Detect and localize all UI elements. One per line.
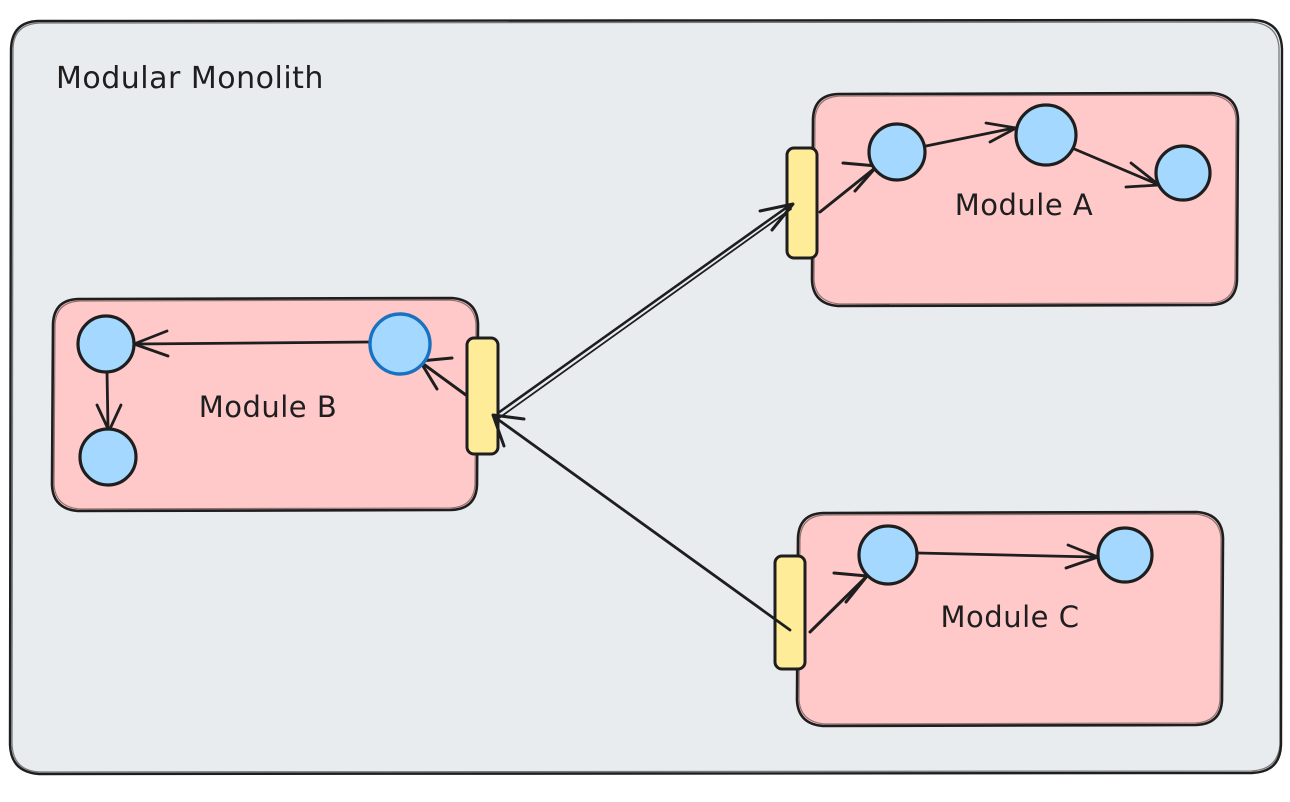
- module-b-node-1[interactable]: [76, 314, 136, 374]
- container-title: Modular Monolith: [56, 61, 324, 96]
- module-c[interactable]: Module C: [773, 510, 1225, 728]
- module-c-outline-sketch-overlay: [798, 513, 1222, 725]
- module-a-label: Module A: [955, 188, 1094, 222]
- module-c-node-1[interactable]: [857, 524, 919, 586]
- module-b-port[interactable]: [465, 336, 500, 456]
- edge-b-to-a-line-2: [498, 208, 792, 419]
- module-b-label: Module B: [199, 390, 338, 424]
- module-a-outline-sketch-overlay: [813, 94, 1237, 305]
- edge-module-c-to-module-b[interactable]: [491, 413, 792, 632]
- edge-b-to-a-line: [496, 203, 792, 415]
- module-b[interactable]: Module B: [50, 296, 500, 513]
- edge-module-b-to-module-a[interactable]: [496, 202, 795, 419]
- edge-c-to-b-line: [494, 416, 792, 632]
- module-c-port[interactable]: [773, 554, 807, 671]
- module-a[interactable]: Module A: [785, 91, 1240, 308]
- container-outline-sketch-overlay: [11, 21, 1281, 773]
- edge-b-to-a-arrowhead: [758, 202, 795, 232]
- module-b-node-3[interactable]: [368, 312, 432, 376]
- module-c-label: Module C: [941, 600, 1080, 634]
- module-b-node-2[interactable]: [78, 427, 138, 487]
- module-a-node-1[interactable]: [867, 122, 927, 182]
- module-a-node-2[interactable]: [1014, 103, 1078, 167]
- edge-c-to-b-arrowhead: [491, 413, 526, 448]
- module-b-outline-sketch-overlay: [53, 299, 477, 510]
- module-a-port[interactable]: [785, 146, 819, 260]
- module-c-node-2[interactable]: [1096, 526, 1154, 584]
- module-a-node-3[interactable]: [1154, 144, 1212, 202]
